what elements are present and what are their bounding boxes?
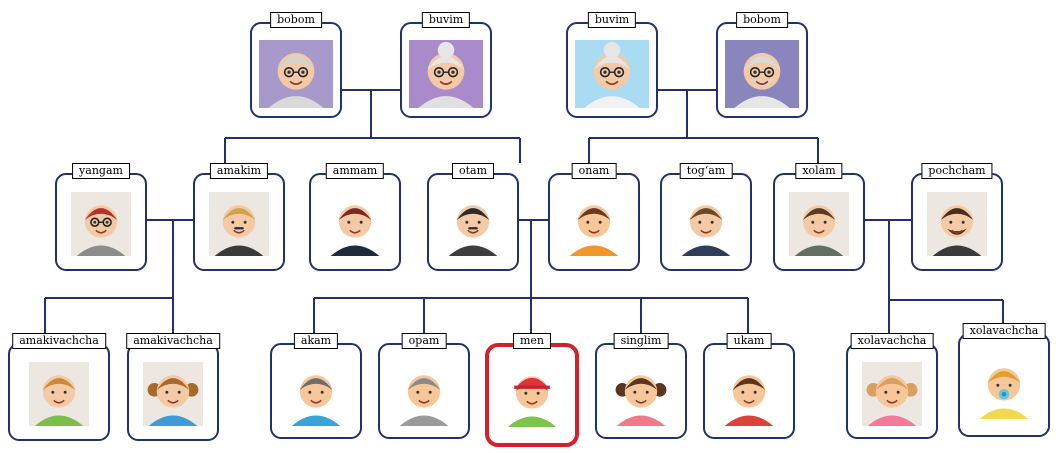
cousin-girl-face — [143, 362, 203, 426]
girl-face — [394, 362, 454, 426]
boy-face — [286, 362, 346, 426]
member-card — [958, 333, 1050, 437]
member-card — [378, 343, 470, 439]
member-opam: opam — [378, 333, 470, 439]
brother-face — [719, 362, 779, 426]
member-label: akam — [293, 333, 339, 349]
father-face — [443, 192, 503, 256]
member-card — [427, 173, 519, 271]
member-pochcham: pochcham — [911, 163, 1003, 271]
baby-face — [974, 355, 1034, 419]
cousin-girl-face — [862, 362, 922, 426]
member-card — [566, 22, 658, 118]
member-label: bobom — [736, 12, 788, 28]
member-label: xolam — [795, 163, 843, 179]
member-card — [270, 343, 362, 439]
member-card — [595, 343, 687, 439]
member-label: amakivachcha — [126, 333, 220, 349]
member-label: men — [512, 333, 552, 349]
grandpa-face — [259, 40, 333, 108]
member-label: otam — [451, 163, 495, 179]
member-bobom-paternal: bobom — [250, 12, 342, 118]
me-face — [502, 363, 562, 427]
grandpa-face — [725, 40, 799, 108]
member-label: pochcham — [921, 163, 993, 179]
member-card — [703, 343, 795, 439]
aunt-face — [789, 192, 849, 256]
member-akam: akam — [270, 333, 362, 439]
uncle-face — [676, 192, 736, 256]
member-xolam: xolam — [773, 163, 865, 271]
member-card — [309, 173, 401, 271]
mother-face — [564, 192, 624, 256]
member-label: ammam — [325, 163, 385, 179]
cousin-boy-face — [29, 362, 89, 426]
member-card — [400, 22, 492, 118]
member-otam: otam — [427, 163, 519, 271]
member-label: buvim — [587, 12, 637, 28]
grandma-face — [409, 40, 483, 108]
member-label: opam — [401, 333, 447, 349]
member-xolavachcha-1: xolavachcha — [846, 333, 938, 439]
member-card — [548, 173, 640, 271]
member-card — [250, 22, 342, 118]
member-label: singlim — [613, 333, 669, 349]
highlighted-card — [485, 343, 579, 447]
member-card — [193, 173, 285, 271]
member-label: amakim — [209, 163, 269, 179]
member-singlim: singlim — [595, 333, 687, 439]
member-card — [55, 173, 147, 271]
member-buvim-paternal: buvim — [400, 12, 492, 118]
member-card — [660, 173, 752, 271]
grandma-face — [575, 40, 649, 108]
aunt-face — [325, 192, 385, 256]
member-label: xolavachcha — [850, 333, 934, 349]
member-label: ukam — [726, 333, 772, 349]
member-label: bobom — [270, 12, 322, 28]
member-amakivachcha-2: amakivachcha — [126, 333, 220, 441]
member-label: onam — [571, 163, 617, 179]
member-ukam: ukam — [703, 333, 795, 439]
member-card — [911, 173, 1003, 271]
member-label: yangam — [72, 163, 130, 179]
member-card — [846, 343, 938, 439]
member-togam: tog‘am — [660, 163, 752, 271]
member-yangam: yangam — [55, 163, 147, 271]
member-ammam: ammam — [309, 163, 401, 271]
member-buvim-maternal: buvim — [566, 12, 658, 118]
member-card — [8, 343, 110, 441]
uncle-face — [209, 192, 269, 256]
sister-face — [611, 362, 671, 426]
member-amakivachcha-1: amakivachcha — [8, 333, 110, 441]
member-card — [127, 343, 219, 441]
member-label: buvim — [421, 12, 471, 28]
member-card — [716, 22, 808, 118]
member-xolavachcha-2: xolavachcha — [958, 323, 1050, 437]
member-bobom-maternal: bobom — [716, 12, 808, 118]
uncle-face — [927, 192, 987, 256]
member-amakim: amakim — [193, 163, 285, 271]
member-label: tog‘am — [679, 163, 733, 179]
member-card — [773, 173, 865, 271]
member-men: men — [485, 333, 579, 447]
aunt-face — [71, 192, 131, 256]
member-onam: onam — [548, 163, 640, 271]
member-label: xolavachcha — [962, 323, 1046, 339]
member-label: amakivachcha — [12, 333, 106, 349]
